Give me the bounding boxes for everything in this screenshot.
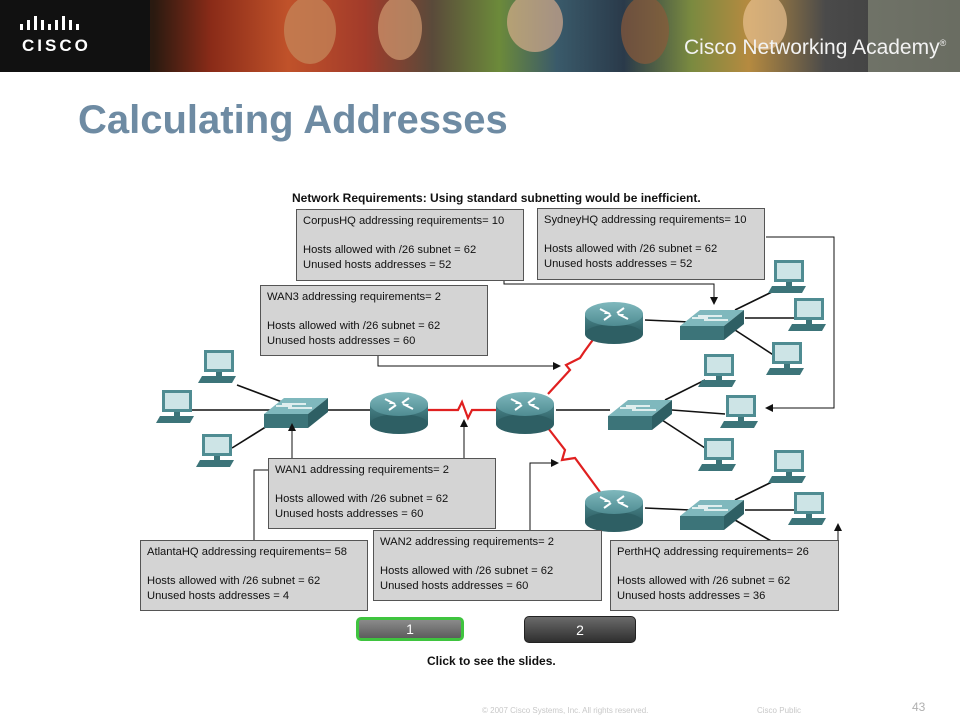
pc-icon (698, 354, 736, 387)
note-line: AtlantaHQ addressing requirements= 58 (147, 546, 347, 558)
perth-note: PerthHQ addressing requirements= 26 Host… (610, 540, 839, 611)
note-line: Unused hosts addresses = 60 (380, 580, 529, 592)
note-line: Hosts allowed with /26 subnet = 62 (617, 575, 791, 587)
pc-icon (768, 450, 806, 483)
perth-switch-icon (679, 499, 745, 531)
lan-link (661, 419, 706, 449)
note-line: WAN2 addressing requirements= 2 (380, 536, 555, 548)
pc-icon (198, 350, 236, 383)
cisco-logo-text: CISCO (22, 36, 91, 55)
pc-icon (768, 260, 806, 293)
wan1-note: WAN1 addressing requirements= 2 Hosts al… (268, 458, 496, 529)
note-line: Unused hosts addresses = 60 (267, 335, 416, 347)
sydney-note: SydneyHQ addressing requirements= 10 Hos… (537, 208, 765, 280)
academy-brand-rest: Networking Academy (736, 36, 940, 59)
pc-icon (698, 438, 736, 471)
corpus-note: CorpusHQ addressing requirements= 10 Hos… (296, 209, 524, 281)
sydney-arrow (503, 280, 718, 305)
note-line: Unused hosts addresses = 4 (147, 590, 290, 602)
diagram-heading: Network Requirements: Using standard sub… (292, 191, 701, 205)
atlanta-router-icon (369, 391, 429, 435)
pc-icon (788, 492, 826, 525)
central-router-icon (495, 391, 555, 435)
sydney-switch-icon (679, 309, 745, 341)
atlanta-switch-icon (263, 397, 329, 429)
lan-link (664, 379, 706, 401)
note-line: SydneyHQ addressing requirements= 10 (544, 214, 747, 226)
note-line: Hosts allowed with /26 subnet = 62 (544, 243, 718, 255)
note-line: Unused hosts addresses = 36 (617, 590, 766, 602)
page-title: Calculating Addresses (78, 98, 508, 142)
wan2-link (547, 427, 601, 493)
wan3-arrow (377, 356, 561, 370)
wan3-note: WAN3 addressing requirements= 2 Hosts al… (260, 285, 488, 356)
note-line: Hosts allowed with /26 subnet = 62 (303, 244, 477, 256)
pc-icon (156, 390, 194, 423)
sydney-router-icon (584, 301, 644, 345)
banner-photo-strip (0, 0, 960, 72)
nav-caption: Click to see the slides. (427, 654, 556, 668)
corpus-switch-icon (607, 399, 673, 431)
note-line: Hosts allowed with /26 subnet = 62 (147, 575, 321, 587)
pc-icon (720, 395, 758, 428)
academy-brand-mark: ® (939, 38, 947, 48)
atlanta-note: AtlantaHQ addressing requirements= 58 Ho… (140, 540, 368, 611)
copyright-text: © 2007 Cisco Systems, Inc. All rights re… (482, 706, 649, 715)
note-line: CorpusHQ addressing requirements= 10 (303, 215, 505, 227)
pc-icon (196, 434, 234, 467)
note-line: Unused hosts addresses = 52 (544, 258, 693, 270)
pc-icon (788, 298, 826, 331)
wan2-note: WAN2 addressing requirements= 2 Hosts al… (373, 530, 602, 601)
note-line: Unused hosts addresses = 52 (303, 259, 452, 271)
classification-text: Cisco Public (757, 706, 802, 715)
corpus-arrow (765, 236, 835, 412)
networking-academy-brand: Cisco Networking Academy® (684, 36, 946, 60)
lan-link (671, 409, 726, 415)
lan-link (644, 507, 691, 511)
note-line: PerthHQ addressing requirements= 26 (617, 546, 809, 558)
note-line: Hosts allowed with /26 subnet = 62 (275, 493, 449, 505)
wan1-link (428, 399, 497, 421)
perth-router-icon (584, 489, 644, 533)
wan2-arrow (529, 459, 559, 530)
lan-link (734, 329, 779, 359)
wan3-link (547, 329, 601, 395)
note-line: WAN3 addressing requirements= 2 (267, 291, 442, 303)
academy-brand-cisco: Cisco (684, 36, 737, 59)
note-line: WAN1 addressing requirements= 2 (275, 464, 450, 476)
lan-link (644, 319, 691, 323)
note-line: Unused hosts addresses = 60 (275, 508, 424, 520)
header-banner: CISCO Cisco Networking Academy® (0, 0, 960, 72)
note-line: Hosts allowed with /26 subnet = 62 (267, 320, 441, 332)
slide-2-button[interactable]: 2 (524, 616, 636, 643)
page-number: 43 (912, 700, 926, 714)
note-line: Hosts allowed with /26 subnet = 62 (380, 565, 554, 577)
wan-links (428, 329, 601, 493)
cisco-logo-bars (20, 16, 79, 30)
pc-icon (766, 342, 804, 375)
slide-1-button[interactable]: 1 (356, 617, 464, 641)
